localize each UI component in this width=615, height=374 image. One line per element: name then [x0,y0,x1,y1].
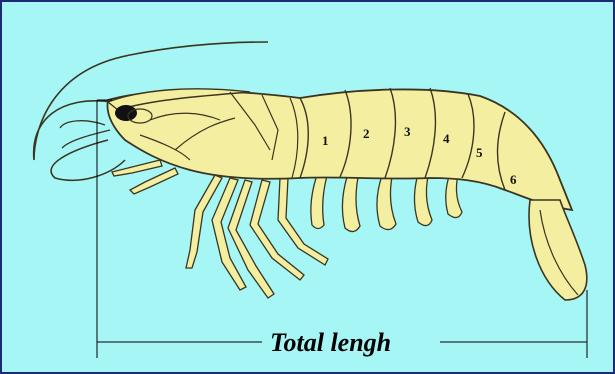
segment-label-5: 5 [476,145,483,160]
tail-fan [529,200,587,300]
segment-label-6: 6 [510,172,517,187]
segment-label-1: 1 [322,133,329,148]
segment-label-3: 3 [404,124,411,139]
segment-label-2: 2 [363,126,370,141]
eye-icon [115,105,137,121]
total-length-label: Total lengh [270,328,391,357]
shrimp-body [107,89,572,210]
walking-legs [112,160,328,298]
antennule [60,121,110,148]
segment-label-4: 4 [443,131,450,146]
